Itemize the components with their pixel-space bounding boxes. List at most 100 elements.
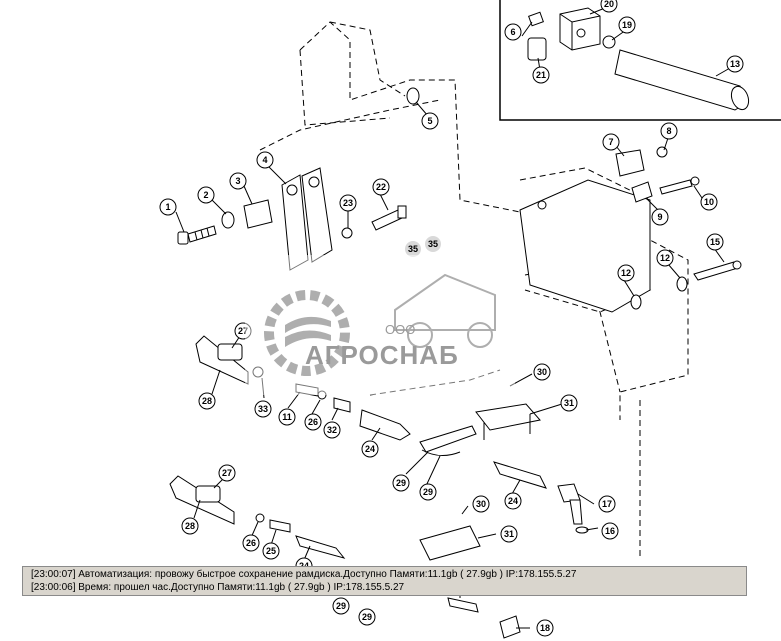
svg-text:16: 16 xyxy=(605,526,615,536)
svg-text:19: 19 xyxy=(622,20,632,30)
svg-text:32: 32 xyxy=(327,425,337,435)
inset-parts xyxy=(527,7,750,111)
svg-text:20: 20 xyxy=(604,0,614,9)
svg-text:28: 28 xyxy=(185,521,195,531)
svg-text:29: 29 xyxy=(336,601,346,611)
callout-27a: 27 xyxy=(234,322,252,340)
svg-text:21: 21 xyxy=(536,70,546,80)
callout-8: 8 xyxy=(660,122,678,140)
bushing-3 xyxy=(243,199,273,229)
callout-29b: 29 xyxy=(419,483,437,501)
faded-callouts: 35 35 xyxy=(405,236,441,257)
agrosnab-watermark-logo xyxy=(245,255,515,395)
watermark-prefix: ООО xyxy=(385,322,416,337)
callout-35b: 35 xyxy=(425,236,441,252)
svg-text:29: 29 xyxy=(396,478,406,488)
callout-35a: 35 xyxy=(405,241,421,257)
callouts: 1 2 3 4 5 6 20 19 21 13 7 8 9 10 12 12 1… xyxy=(159,0,744,637)
callout-9: 9 xyxy=(651,208,669,226)
callout-21: 21 xyxy=(532,66,550,84)
callout-24a: 24 xyxy=(361,440,379,458)
callout-20: 20 xyxy=(600,0,618,13)
callout-4: 4 xyxy=(256,151,274,169)
svg-text:31: 31 xyxy=(504,529,514,539)
svg-text:25: 25 xyxy=(266,546,276,556)
svg-text:29: 29 xyxy=(423,487,433,497)
detail-inset-frame xyxy=(499,0,781,121)
callout-29d: 29 xyxy=(358,608,376,626)
nut-23 xyxy=(341,227,353,239)
callout-18: 18 xyxy=(536,619,554,637)
svg-text:31: 31 xyxy=(564,398,574,408)
svg-text:1: 1 xyxy=(165,202,170,212)
svg-text:13: 13 xyxy=(730,59,740,69)
log-line-2: [23:00:06] Время: прошел час.Доступно Па… xyxy=(31,582,405,593)
washer-2 xyxy=(221,211,235,229)
upper-hose-assembly xyxy=(195,335,547,489)
callout-16: 16 xyxy=(601,522,619,540)
callout-27b: 27 xyxy=(218,464,236,482)
svg-text:29: 29 xyxy=(362,612,372,622)
callout-23: 23 xyxy=(339,194,357,212)
svg-text:5: 5 xyxy=(427,116,432,126)
callout-19: 19 xyxy=(618,16,636,34)
svg-text:2: 2 xyxy=(203,190,208,200)
svg-text:17: 17 xyxy=(602,499,612,509)
callout-2: 2 xyxy=(197,186,215,204)
callout-12a: 12 xyxy=(617,264,635,282)
svg-text:33: 33 xyxy=(258,404,268,414)
callout-17: 17 xyxy=(598,495,616,513)
svg-text:35: 35 xyxy=(428,239,438,249)
callout-10: 10 xyxy=(700,193,718,211)
callout-1: 1 xyxy=(159,198,177,216)
callout-30b: 30 xyxy=(472,495,490,513)
callout-25: 25 xyxy=(262,542,280,560)
callout-3: 3 xyxy=(229,172,247,190)
callout-24b: 24 xyxy=(504,492,522,510)
callout-29c: 29 xyxy=(332,597,350,615)
bolt-1 xyxy=(177,225,217,245)
watermark-brand: АГРОСНАБ xyxy=(305,340,459,370)
svg-text:24: 24 xyxy=(508,496,518,506)
svg-text:12: 12 xyxy=(660,253,670,263)
svg-text:9: 9 xyxy=(657,212,662,222)
svg-text:8: 8 xyxy=(666,126,671,136)
svg-text:4: 4 xyxy=(262,155,267,165)
callout-7: 7 xyxy=(602,133,620,151)
svg-text:6: 6 xyxy=(510,27,515,37)
washer-5 xyxy=(406,87,420,105)
svg-text:30: 30 xyxy=(537,367,547,377)
callout-32: 32 xyxy=(323,421,341,439)
lower-hose-assembly xyxy=(169,475,589,639)
callout-29a: 29 xyxy=(392,474,410,492)
svg-text:28: 28 xyxy=(202,396,212,406)
svg-text:7: 7 xyxy=(608,137,613,147)
svg-text:11: 11 xyxy=(282,412,292,422)
svg-text:24: 24 xyxy=(365,444,375,454)
svg-text:23: 23 xyxy=(343,198,353,208)
svg-text:22: 22 xyxy=(376,182,386,192)
callout-15: 15 xyxy=(706,233,724,251)
callout-28b: 28 xyxy=(181,517,199,535)
svg-text:3: 3 xyxy=(235,176,240,186)
callout-12b: 12 xyxy=(656,249,674,267)
callout-26a: 26 xyxy=(304,413,322,431)
callout-13: 13 xyxy=(726,55,744,73)
svg-text:15: 15 xyxy=(710,237,720,247)
callout-6: 6 xyxy=(504,23,522,41)
svg-text:35: 35 xyxy=(408,244,418,254)
svg-text:27: 27 xyxy=(222,468,232,478)
callout-30a: 30 xyxy=(533,363,551,381)
log-line-1: [23:00:07] Автоматизация: провожу быстро… xyxy=(31,569,577,580)
callout-28a: 28 xyxy=(198,392,216,410)
callout-26b: 26 xyxy=(242,534,260,552)
callout-31a: 31 xyxy=(560,394,578,412)
callout-11: 11 xyxy=(278,408,296,426)
svg-text:18: 18 xyxy=(540,623,550,633)
svg-text:27: 27 xyxy=(238,326,248,336)
svg-text:12: 12 xyxy=(621,268,631,278)
log-panel: [23:00:07] Автоматизация: провожу быстро… xyxy=(22,566,747,596)
callout-31b: 31 xyxy=(500,525,518,543)
svg-text:26: 26 xyxy=(308,417,318,427)
